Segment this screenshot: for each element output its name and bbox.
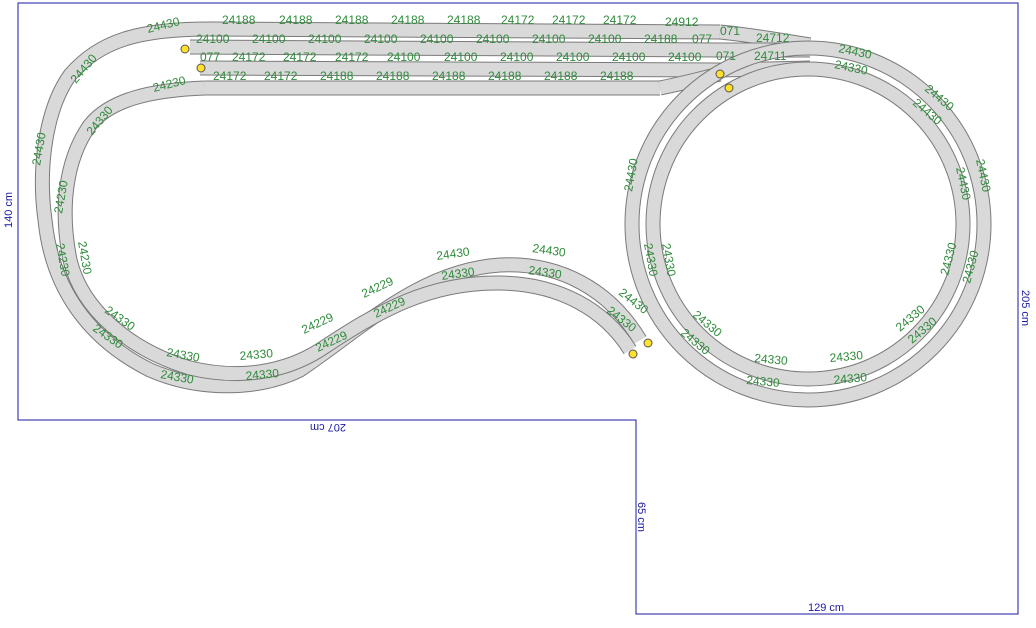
part-label: 24188 [600, 69, 634, 83]
part-label: 077 [692, 32, 712, 46]
part-label: 24430 [837, 41, 873, 62]
part-label: 24100 [476, 32, 510, 46]
part-label: 24230 [75, 240, 95, 276]
part-label: 24100 [252, 32, 286, 46]
part-label: 24188 [644, 32, 678, 46]
part-label: 24100 [588, 32, 622, 46]
part-label: 24330 [440, 264, 475, 283]
part-labels: 24188 24188 24188 24188 24188 24172 2417… [29, 13, 994, 390]
part-label: 24330 [833, 57, 869, 78]
part-label: 24430 [621, 157, 641, 193]
part-label: 24188 [320, 69, 354, 83]
part-label: 24230 [53, 242, 73, 278]
part-label: 24229 [299, 310, 335, 337]
part-label: 24172 [603, 13, 637, 27]
track-layer [34, 21, 992, 408]
part-label: 24100 [556, 50, 590, 64]
part-label: 24172 [552, 13, 586, 27]
dim-height-right: 205 cm [1019, 290, 1031, 326]
part-label: 24330 [165, 345, 201, 365]
part-label: 24430 [435, 244, 470, 263]
part-label: 24330 [528, 263, 563, 282]
part-label: 24711 [754, 49, 787, 63]
part-label: 071 [720, 24, 740, 38]
part-label: 24330 [746, 373, 781, 390]
part-label: 077 [200, 50, 220, 64]
room-outline [17, 2, 1019, 615]
part-label: 24172 [335, 50, 369, 64]
part-label: 24188 [432, 69, 466, 83]
part-label: 24330 [833, 370, 868, 387]
bumper-3 [715, 69, 725, 79]
part-label: 24330 [245, 366, 280, 383]
dim-width-bottom: 207 cm [310, 421, 346, 433]
part-label: 24912 [665, 15, 699, 29]
part-label: 24230 [51, 179, 71, 215]
part-label: 24100 [308, 32, 342, 46]
part-label: 24188 [544, 69, 578, 83]
part-label: 24330 [641, 242, 661, 278]
part-label: 24188 [376, 69, 410, 83]
part-label: 24188 [222, 13, 256, 27]
part-label: 24330 [659, 242, 679, 278]
part-label: 24100 [500, 50, 534, 64]
part-label: 24172 [283, 50, 317, 64]
part-label: 24430 [973, 158, 994, 194]
part-label: 24100 [196, 32, 230, 46]
part-label: 24172 [232, 50, 266, 64]
part-label: 24188 [335, 13, 369, 27]
bumper-4 [724, 83, 734, 93]
part-label: 24330 [159, 367, 195, 387]
part-label: 24229 [359, 274, 395, 301]
part-label: 24188 [488, 69, 522, 83]
part-label: 071 [716, 49, 736, 63]
bumper-1 [180, 44, 190, 54]
part-label: 24100 [420, 32, 454, 46]
part-label: 24330 [754, 351, 789, 368]
part-label: 24100 [668, 50, 702, 64]
part-label: 24188 [279, 13, 313, 27]
part-label: 24100 [444, 50, 478, 64]
part-label: 24172 [213, 69, 247, 83]
dim-height-step: 65 cm [635, 502, 647, 532]
part-label: 24712 [756, 31, 790, 45]
part-label: 24430 [953, 166, 974, 202]
part-label: 24330 [829, 348, 864, 365]
dim-width-step: 129 cm [808, 602, 844, 614]
part-label: 24188 [447, 13, 481, 27]
part-label: 24100 [532, 32, 566, 46]
part-label: 24188 [391, 13, 425, 27]
bumper-6 [643, 338, 653, 348]
part-label: 24330 [239, 346, 274, 363]
dim-height-left: 140 cm [3, 192, 15, 228]
bumper-2 [196, 63, 206, 73]
part-label: 24100 [387, 50, 421, 64]
part-label: 24430 [29, 131, 49, 167]
bumper-5 [628, 349, 638, 359]
part-label: 24172 [264, 69, 298, 83]
part-label: 24172 [501, 13, 535, 27]
part-label: 24100 [364, 32, 398, 46]
part-label: 24100 [612, 50, 646, 64]
part-label: 24430 [532, 241, 567, 260]
